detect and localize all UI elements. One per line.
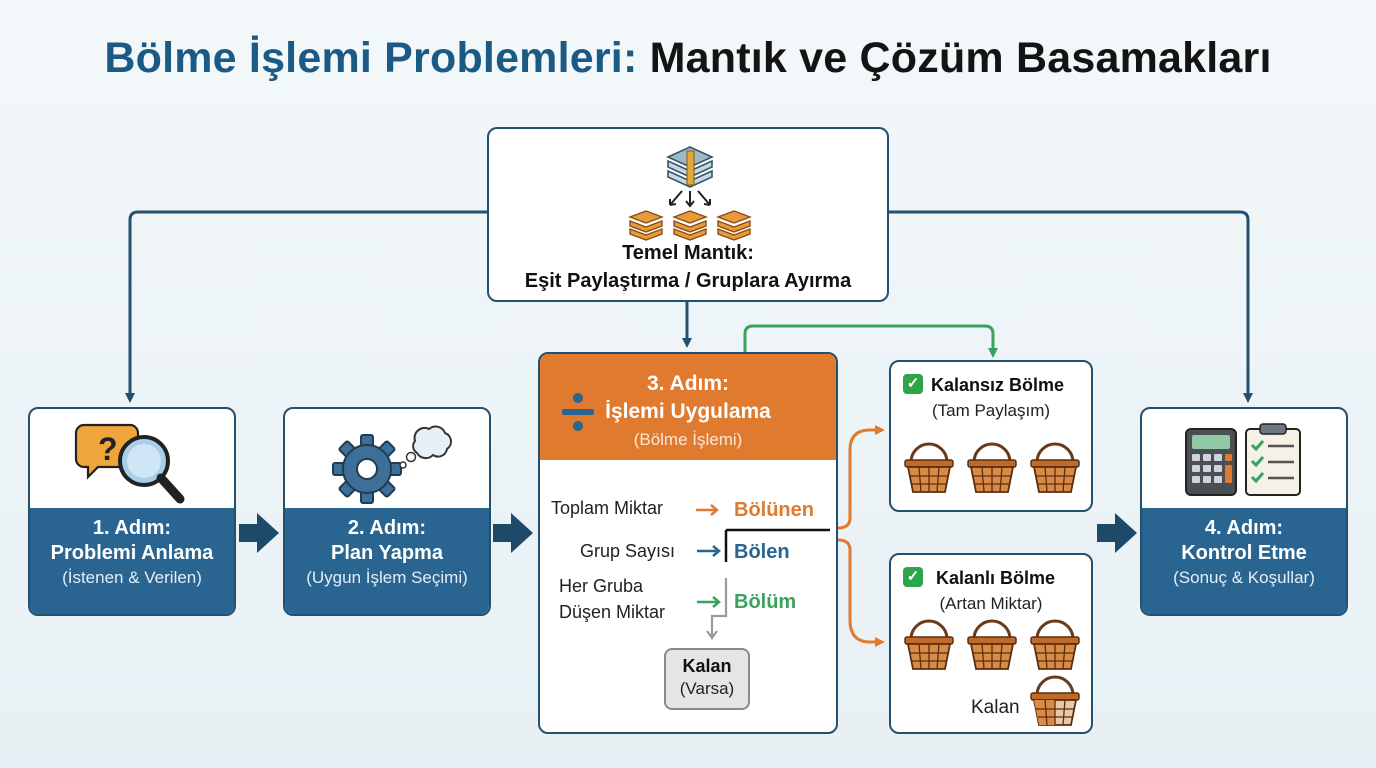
remainder-basket-label: Kalan <box>971 697 1020 718</box>
connector-brace <box>837 425 885 530</box>
step-1-box: ? 1. Adım: Problemi Anlama (İstenen & Ve… <box>28 407 236 616</box>
step-1-name: Problemi Anlama <box>50 542 214 564</box>
quotient-value: Bölüm <box>734 591 797 613</box>
dividend-value: Bölünen <box>734 499 814 521</box>
title-part-2: Mantık ve Çözüm Basamakları <box>649 34 1272 82</box>
step-3-label: 3. Adım: <box>646 372 730 395</box>
question-magnifier-icon: ? <box>74 423 185 504</box>
step-4-label: 4. Adım: <box>1204 517 1284 539</box>
arrow-step2-step3 <box>493 513 533 553</box>
calculator-checklist-icon <box>1185 423 1301 496</box>
page-title: Bölme İşlemi Problemleri: Mantık ve Çözü… <box>0 34 1376 83</box>
step-3-header: 3. Adım: İşlemi Uygulama (Bölme İşlemi) <box>540 354 836 460</box>
core-logic-box: Temel Mantık: Eşit Paylaştırma / Gruplar… <box>487 127 889 302</box>
with-remainder-title: Kalanlı Bölme <box>936 568 1056 588</box>
with-remainder-box: ✓ Kalanlı Bölme (Artan Miktar) Kalan <box>889 553 1093 734</box>
arrow-step1-step2 <box>239 513 279 553</box>
money-stack-icon <box>628 146 752 241</box>
step-2-name: Plan Yapma <box>331 542 443 564</box>
step-3-box: 3. Adım: İşlemi Uygulama (Bölme İşlemi) … <box>538 352 838 734</box>
no-remainder-title: Kalansız Bölme <box>931 375 1065 395</box>
divisor-value: Bölen <box>734 541 790 563</box>
step-1-sub: (İstenen & Verilen) <box>62 568 202 587</box>
with-remainder-sub: (Artan Miktar) <box>939 594 1043 613</box>
connector-core-step1 <box>125 210 488 403</box>
title-part-1: Bölme İşlemi Problemleri: <box>104 34 638 82</box>
check-icon: ✓ <box>903 374 923 394</box>
group-count-label: Grup Sayısı <box>580 541 676 561</box>
remainder-title: Kalan <box>682 656 732 676</box>
svg-text:?: ? <box>98 431 118 467</box>
check-icon: ✓ <box>903 567 923 587</box>
step-1-label: 1. Adım: <box>92 517 172 539</box>
step-3-name: İşlemi Uygulama <box>605 400 771 423</box>
total-amount-label: Toplam Miktar <box>551 498 664 518</box>
no-remainder-sub: (Tam Paylaşım) <box>931 401 1051 420</box>
division-bracket <box>696 504 830 640</box>
connector-core-step4 <box>888 210 1253 403</box>
step-4-box: 4. Adım: Kontrol Etme (Sonuç & Koşullar) <box>1140 407 1348 616</box>
connector-brace-lower <box>837 538 885 647</box>
no-remainder-box: ✓ Kalansız Bölme (Tam Paylaşım) <box>889 360 1093 512</box>
partial-basket-icon <box>1030 675 1080 726</box>
step-4-name: Kontrol Etme <box>1181 542 1307 564</box>
division-sign-icon <box>562 393 594 431</box>
remainder-box: Kalan (Varsa) <box>664 648 750 710</box>
per-group-label-1: Her Gruba <box>559 576 644 596</box>
step-2-box: 2. Adım: Plan Yapma (Uygun İşlem Seçimi) <box>283 407 491 616</box>
step-4-sub: (Sonuç & Koşullar) <box>1173 568 1315 587</box>
step-2-label: 2. Adım: <box>347 517 427 539</box>
per-group-label-2: Düşen Miktar <box>559 602 666 622</box>
step-3-sub: (Bölme İşlemi) <box>633 430 743 449</box>
baskets-icon <box>903 442 1081 494</box>
gear-thought-icon <box>332 425 452 504</box>
connector-step3-kalansiz <box>743 324 998 358</box>
arrow-to-step4 <box>1097 513 1137 553</box>
core-line-1: Temel Mantık: <box>622 242 754 264</box>
baskets-icon <box>903 619 1081 671</box>
remainder-sub: (Varsa) <box>679 679 735 698</box>
core-line-2: Eşit Paylaştırma / Gruplara Ayırma <box>524 270 852 292</box>
step-2-sub: (Uygun İşlem Seçimi) <box>306 568 468 587</box>
